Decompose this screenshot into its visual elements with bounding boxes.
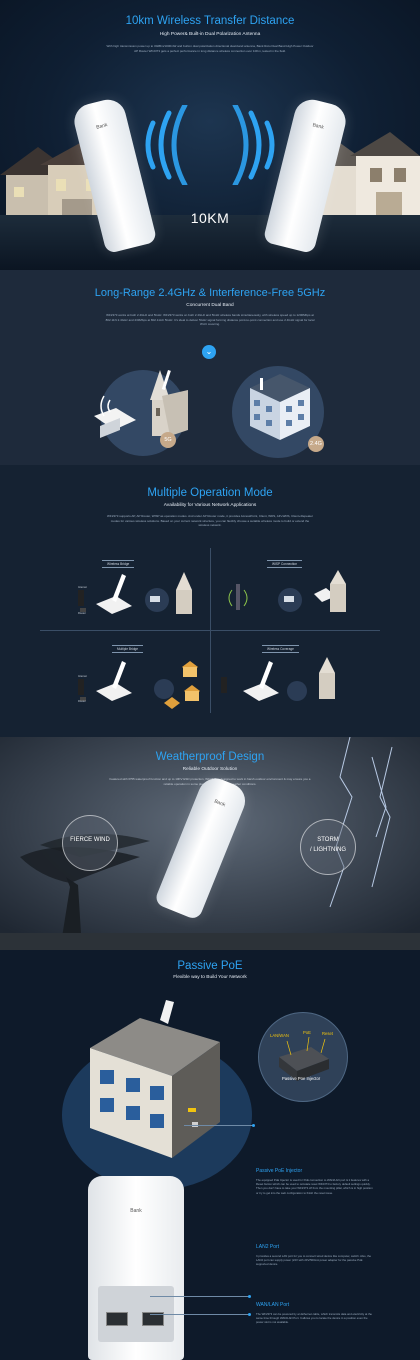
storm-label: STORM	[317, 837, 339, 843]
fierce-wind-label: FIERCE WIND	[70, 837, 110, 843]
feature-text-injector: The equipped PoE Injector is used for Po…	[256, 1178, 373, 1195]
dualband-description: WF2373 works at both 2.4GHz and 5GHz. WF…	[105, 313, 315, 327]
lightning-label: / LIGHTNING	[309, 847, 346, 853]
scroll-down-button[interactable]: ⌄	[202, 345, 216, 359]
dualband-title: Long-Range 2.4GHz & Interference-Free 5G…	[94, 287, 326, 299]
poe-device-front: Bank	[88, 1176, 184, 1360]
distance-subtitle: High Power& Built-in Dual Polarization A…	[159, 32, 261, 37]
modes-title: Multiple Operation Mode	[147, 487, 273, 499]
badge-5g: 5G	[160, 432, 176, 448]
feature-text-lan2: It provides a second LAN port for you to…	[256, 1254, 372, 1267]
mini-label-internet-2: Internet	[78, 675, 87, 678]
badge-2-4g: 2.4G	[308, 436, 324, 452]
mini-label-internet-1: Internet	[78, 586, 87, 589]
distance-km-label: 10KM	[190, 210, 230, 226]
poe-injector-icon	[279, 1036, 329, 1081]
callout-dot-1	[252, 1124, 255, 1127]
modes-subtitle: Availability for Various Network Applica…	[163, 503, 257, 508]
distance-section: 10km Wireless Transfer Distance High Pow…	[0, 0, 420, 270]
distance-description: With high transmission power up to 30dBm…	[106, 44, 314, 53]
wireless-bridge-diagram	[78, 572, 192, 614]
mini-label-router-2: Router	[78, 700, 86, 703]
callout-line-3	[150, 1314, 250, 1315]
mode-label-multiple-bridge: Multiple Bridge	[112, 645, 144, 653]
building-network-scene	[250, 374, 310, 440]
feature-text-wan-lan: The WF2373 can be powered by an Ethernet…	[256, 1312, 372, 1325]
storm-lightning-circle: STORM / LIGHTNING	[300, 819, 356, 875]
weatherproof-section: Weatherproof Design Reliable Outdoor Sol…	[0, 737, 420, 950]
injector-name-label: Passive Poe Injector	[282, 1076, 321, 1081]
wan-lan-port	[142, 1312, 164, 1326]
modes-description: WF2373 supports AP, AP Router, WISP as o…	[107, 514, 313, 528]
feature-heading-injector: Passive PoE Injector	[256, 1168, 303, 1174]
port-bay	[98, 1286, 174, 1342]
weather-subtitle: Reliable Outdoor Solution	[182, 767, 238, 772]
modes-divider-vertical	[210, 548, 211, 713]
feature-heading-wan-lan: WAN/LAN Port	[256, 1302, 290, 1308]
injector-callout-circle	[258, 1012, 348, 1102]
dual-band-section: Long-Range 2.4GHz & Interference-Free 5G…	[0, 270, 420, 465]
injector-poe-label: PoE	[303, 1030, 311, 1035]
poe-subtitle: Flexible way to Build Your Network	[173, 975, 247, 980]
feature-heading-lan2: LAN2 Port	[256, 1244, 280, 1250]
left-antenna-brand: Bank	[95, 122, 109, 131]
dualband-subtitle: Concurrent Dual Band	[186, 303, 234, 308]
right-antenna-brand: Bank	[311, 122, 325, 131]
ground-strip	[0, 215, 420, 270]
mode-label-wisp: WISP Connection	[267, 560, 303, 568]
church-network-scene	[94, 370, 188, 438]
multiple-bridge-diagram	[78, 661, 200, 709]
injector-reset-label: Reset	[322, 1031, 333, 1036]
poe-device-brand: Bank	[130, 1208, 142, 1214]
mode-label-wireless-coverage: Wireless Coverage	[262, 645, 299, 653]
poe-title: Passive PoE	[177, 960, 243, 972]
weather-title: Weatherproof Design	[155, 751, 265, 763]
fierce-wind-circle: FIERCE WIND	[62, 815, 118, 871]
injector-lan-label: LAN/WAN	[270, 1033, 289, 1038]
passive-poe-section: Passive PoE Flexible way to Build Your N…	[0, 950, 420, 1360]
mini-label-router-1: Router	[78, 612, 86, 615]
callout-line-2	[150, 1296, 250, 1297]
callout-dot-2	[248, 1295, 251, 1298]
modes-divider-horizontal	[40, 630, 380, 631]
mode-label-wireless-bridge: Wireless Bridge	[102, 560, 135, 568]
weather-antenna-brand: Bank	[213, 798, 227, 809]
poe-building-illustration	[90, 1000, 220, 1158]
signal-waves-icon	[145, 105, 275, 185]
callout-dot-3	[248, 1313, 251, 1316]
wisp-connection-diagram	[228, 570, 346, 612]
callout-line-1	[184, 1125, 254, 1126]
lan2-port	[106, 1312, 128, 1326]
wireless-coverage-diagram	[221, 657, 335, 701]
distance-title: 10km Wireless Transfer Distance	[125, 15, 295, 27]
